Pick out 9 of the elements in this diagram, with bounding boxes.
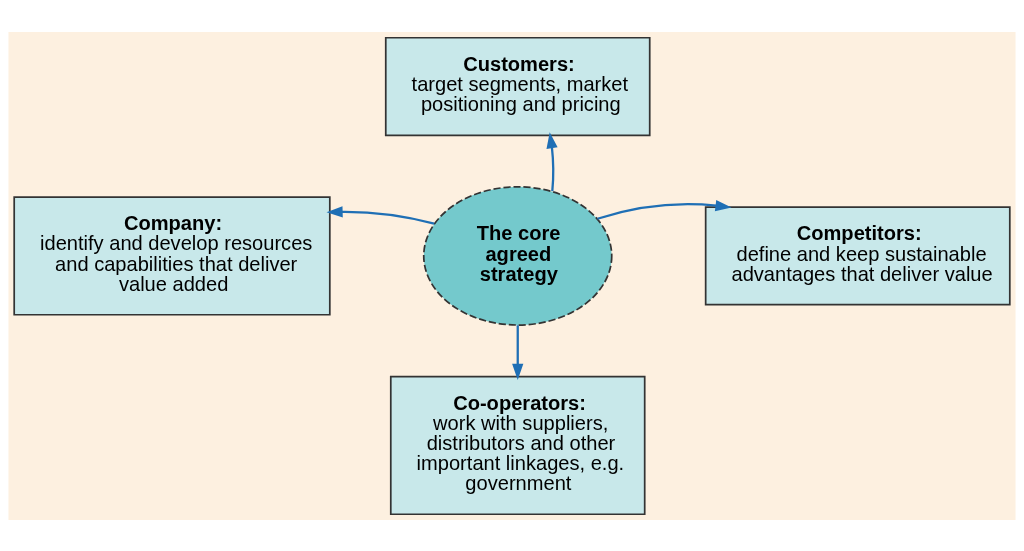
node-box: Customers: target segments, market positioning and pricing [384, 36, 651, 136]
arrow [597, 199, 732, 220]
arrow [546, 131, 558, 191]
node-box: Company: identify and develop resources and capabilities that deliver value added [13, 195, 331, 316]
node-box: Competitors: define and keep sustainable advantages that deliver value [704, 205, 1011, 306]
arrow [326, 205, 435, 225]
node-box: Co-operators: work with suppliers, distributors and other important linkages, e.g. government [389, 375, 646, 515]
arrow [512, 324, 524, 380]
node-ellipse: The core agreed strategy [422, 185, 613, 326]
